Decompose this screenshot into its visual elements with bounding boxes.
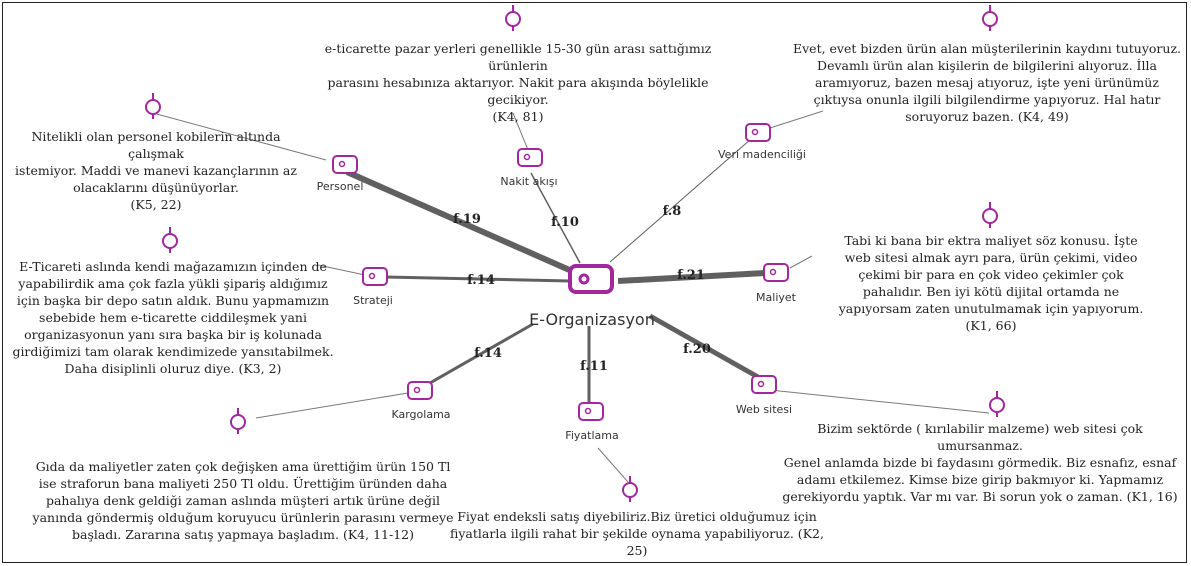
freq-veri: f.8 [663,204,682,219]
edge-kargolama [422,322,534,389]
node-websitesi-icon[interactable] [751,375,777,394]
label-personel: Personel [317,180,364,193]
quote-line: E-Ticareti aslında kendi mağazamızın içi… [19,259,327,274]
quote-line: yanında göndermiş olduğum koruyucu ürünl… [32,510,454,525]
center-edges [345,138,767,403]
center-label: E-Organizasyon [529,310,655,329]
quote-line: (K5, 22) [130,197,182,212]
quote-line: olacaklarını düşünüyorlar. [73,180,239,195]
edge-personel [345,169,576,275]
quote-websitesi: Bizim sektörde ( kırılabilir malzeme) we… [774,420,1186,505]
quote-line: çıktıysa onunla ilgili bilgilendirme yap… [813,92,1161,107]
edge-q-strateji [317,264,366,276]
node-nakit-icon[interactable] [517,148,543,167]
quote-line: (K4, 81) [492,109,544,124]
quote-edges [152,110,990,483]
edge-nakit [530,172,581,264]
quote-line: Daha disiplinli oluruz diye. (K3, 2) [64,361,282,376]
node-fiyatlama-icon[interactable] [578,402,604,421]
label-websitesi: Web sitesi [736,403,792,416]
quote-line: istemiyor. Maddi ve manevi kazançlarının… [15,163,297,178]
quote-line: Fiyat endeksli satış diyebiliriz.Biz üre… [457,509,817,524]
quote-line: Genel anlamda bizde bi faydasını görmedi… [783,455,1177,470]
quote-line: Devamlı ürün alan kişilerin de bilgileri… [817,58,1157,73]
freq-strateji: f.14 [467,273,495,288]
quote-line: çekimi bir para en çok video çekimler ço… [858,267,1124,282]
edge-q-personel [152,112,327,161]
code-nodes [332,123,789,421]
quote-line: fiyatlarla ilgili rahat bir şekilde oyna… [450,526,824,541]
quote-line: girdiğimizi tam olarak kendimizede yansı… [12,344,334,359]
freq-nakit: f.10 [551,215,579,230]
quote-node-strateji-icon[interactable] [162,227,178,253]
quote-node-veri-icon[interactable] [982,5,998,31]
freq-fiyatlama: f.11 [580,359,608,374]
quote-kargolama: Gıda da maliyetler zaten çok değişken am… [6,458,480,543]
freq-maliyet: f.21 [677,268,705,283]
node-strateji-icon[interactable] [362,267,388,286]
quote-line: pahalıya denk geldiği zaman aslında müşt… [45,493,441,508]
quote-line: yapıyorsam zaten unutulmamak için yapıyo… [838,301,1144,316]
edge-q-maliyet [789,255,813,269]
quote-line: organizasyonun yanı sıra başka bir iş ko… [24,327,322,342]
node-personel-icon[interactable] [332,155,358,174]
quote-line: pahalıdır. Ben iyi kötü dijital ortamda … [862,284,1120,299]
node-veri-icon[interactable] [745,123,771,142]
node-center-icon[interactable] [568,264,614,294]
quote-line: Evet, evet bizden ürün alan müşterilerin… [792,41,1182,56]
label-maliyet: Maliyet [756,291,797,304]
quote-line: Nitelikli olan personel kobilerin altınd… [31,129,281,161]
quote-strateji: E-Ticareti aslında kendi mağazamızın içi… [6,258,340,377]
quote-node-fiyatlama-icon[interactable] [622,476,638,502]
edge-strateji [384,275,571,283]
quote-node-maliyet-icon[interactable] [982,202,998,228]
quote-veri: Evet, evet bizden ürün alan müşterilerin… [792,40,1182,125]
label-kargolama: Kargolama [391,408,450,421]
edge-q-websitesi [769,389,990,414]
edge-q-veri [769,110,824,129]
label-fiyatlama: Fiyatlama [565,429,618,442]
freq-personel: f.19 [453,212,481,227]
quote-line: için başka bir depo satın aldık. Bunu ya… [16,293,330,308]
quote-line: sebebide hem e-ticarette ciddileşmek yan… [39,310,307,325]
quote-personel: Nitelikli olan personel kobilerin altınd… [6,128,306,213]
quote-line: Gıda da maliyetler zaten çok değişken am… [35,459,451,474]
quote-node-personel-icon[interactable] [145,93,161,119]
quote-maliyet: Tabi ki bana bir ektra maliyet söz konus… [800,232,1182,334]
quote-nodes [145,5,1005,502]
quote-line: ise straforun bana maliyeti 250 Tl oldu.… [38,476,448,491]
edge-q-nakit [512,112,529,151]
quote-nakit: e-ticarette pazar yerleri genellikle 15-… [298,40,738,125]
label-veri: Veri madenciliği [718,148,806,161]
quote-line: e-ticarette pazar yerleri genellikle 15-… [324,41,712,73]
edge-veri [609,138,752,263]
quote-line: aramıyoruz, bazen mesaj atıyoruz, işte y… [815,75,1159,90]
quote-line: soruyoruz bazen. (K4, 49) [905,109,1069,124]
edge-maliyet [617,270,767,284]
freq-websitesi: f.20 [683,342,711,357]
quote-node-nakit-icon[interactable] [505,5,521,31]
node-maliyet-icon[interactable] [763,263,789,282]
quote-fiyatlama: Fiyat endeksli satış diyebiliriz.Biz üre… [430,508,844,559]
quote-node-websitesi-icon[interactable] [989,391,1005,417]
label-nakit: Nakit akışı [500,175,557,188]
quote-line: adamı etkilemez. Kimse bize girip bakmıy… [796,472,1164,487]
quote-line: yapabilirdik ama çok fazla yükli şipariş… [18,276,328,291]
label-strateji: Strateji [353,294,393,307]
quote-line: gerekiyordu yaptık. Var mı var. Bi sorun… [782,489,1178,504]
quote-line: başladı. Zararına satış yapmaya başladım… [71,527,414,542]
quote-line: (K1, 66) [965,318,1017,333]
node-kargolama-icon[interactable] [407,381,433,400]
quote-node-kargolama-icon[interactable] [230,408,246,434]
quote-line: Tabi ki bana bir ektra maliyet söz konus… [844,233,1138,248]
edge-q-fiyatlama [597,447,629,483]
edge-websitesi [648,313,760,380]
quote-line: 25) [626,543,648,558]
edge-q-kargolama [255,392,409,419]
freq-kargolama: f.14 [474,346,502,361]
quote-line: Bizim sektörde ( kırılabilir malzeme) we… [817,421,1143,453]
quote-line: parasını hesabınıza aktarıyor. Nakit par… [327,75,709,107]
quote-line: web sitesi almak ayrı para, ürün çekimi,… [844,250,1138,265]
